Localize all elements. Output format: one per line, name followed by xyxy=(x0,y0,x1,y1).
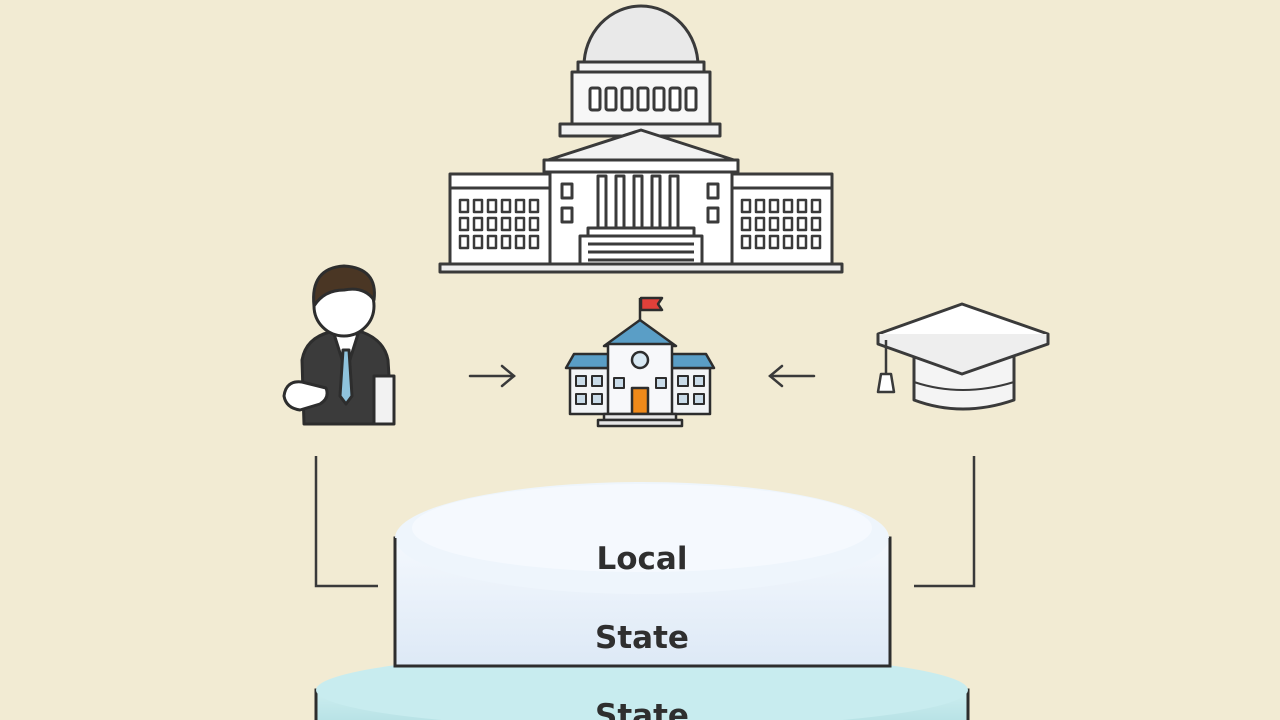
connector-lines xyxy=(314,456,976,588)
graduation-cap-icon xyxy=(876,302,1050,411)
tier-label-state-middle: State xyxy=(595,620,689,656)
right-connector-line xyxy=(914,456,976,588)
top-tier-cylinder xyxy=(393,482,892,668)
bottom-tier xyxy=(314,652,970,720)
school-building-icon xyxy=(564,296,716,428)
left-connector-line xyxy=(314,456,378,588)
tier-label-state-bottom: State xyxy=(595,698,689,720)
arrow-left-icon xyxy=(768,364,816,388)
arrow-right-icon xyxy=(468,364,516,388)
tier-label-local: Local xyxy=(597,541,688,577)
capitol-building-icon xyxy=(438,4,844,274)
official-person-icon xyxy=(282,264,396,426)
